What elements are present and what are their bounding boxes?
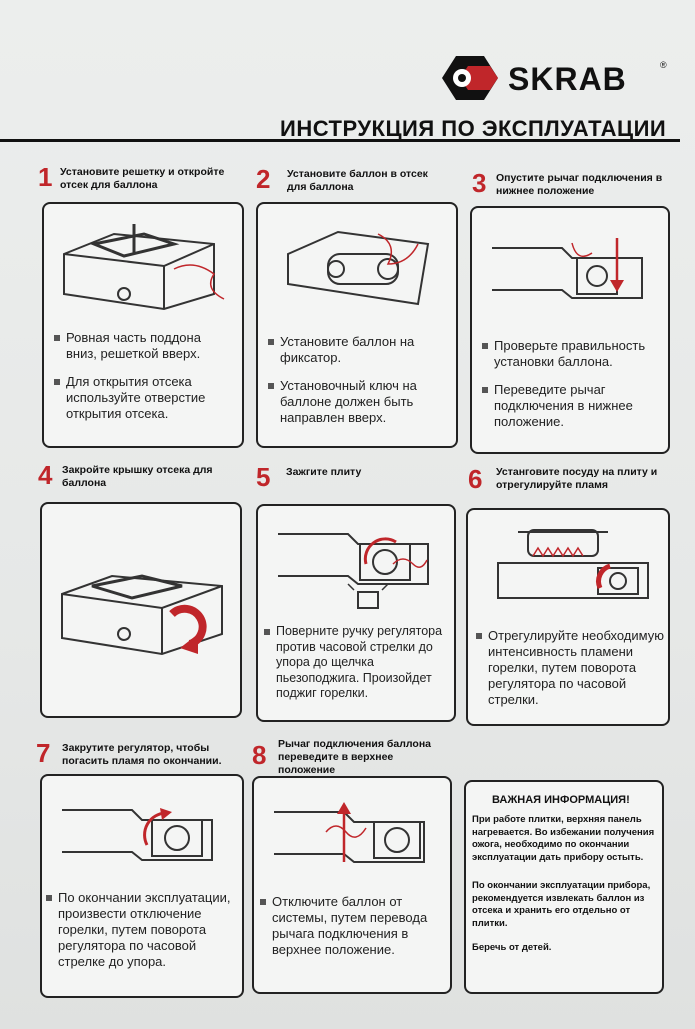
step-3-bullet-2: Переведите рычаг подключения в нижнее по… [482, 382, 664, 430]
step-3-bullets: Проверьте правильность установки баллона… [482, 338, 664, 442]
step-4-heading: Закройте крышку отсека для баллона [62, 464, 213, 489]
info-paragraph-2: По окончании эксплуатации прибора, реком… [472, 880, 651, 929]
step-5-card: Поверните ручку регулятора против часово… [256, 504, 456, 722]
svg-text:®: ® [660, 60, 667, 70]
step-8-bullets: Отключите баллон от системы, путем перев… [260, 894, 450, 970]
step-6-bullet-1: Отрегулируйте необходимую интенсивность … [476, 628, 666, 708]
step-3-heading: Опустите рычаг подключения в нижнее поло… [496, 172, 663, 197]
svg-text:SKRAB: SKRAB [508, 61, 627, 97]
step-5-number: 5 [256, 462, 271, 492]
turn-off-illustration [62, 808, 213, 861]
step-1-heading: Установите решетку и откройте отсек для … [60, 166, 225, 191]
close-lid-illustration [61, 574, 223, 656]
step-3-card: Проверьте правильность установки баллона… [470, 206, 670, 454]
info-paragraph-1: При работе плитки, верхняя панель нагрев… [472, 814, 655, 863]
step-4-number: 4 [38, 460, 53, 490]
skrab-logo: SKRAB ® [438, 52, 668, 104]
step-4-card [40, 502, 242, 718]
step-1-number: 1 [38, 162, 53, 192]
title-rule [0, 139, 680, 142]
step-5-bullet-1: Поверните ручку регулятора против часово… [264, 624, 454, 702]
step-6-number: 6 [468, 464, 483, 494]
info-title: ВАЖНАЯ ИНФОРМАЦИЯ! [492, 794, 630, 806]
step-3-bullet-1: Проверьте правильность установки баллона… [482, 338, 664, 370]
step-2-heading: Установите баллон в отсек для баллона [287, 168, 428, 193]
step-7-number: 7 [36, 738, 51, 768]
step-2-bullet-1: Установите баллон на фиксатор. [268, 334, 448, 366]
step-7-bullet-1: По окончании эксплуатации, произвести от… [46, 890, 242, 970]
lever-down-illustration [492, 238, 643, 299]
step-2-card: Установите баллон на фиксатор. Установоч… [256, 202, 458, 448]
step-7-heading: Закрутите регулятор, чтобы погасить плам… [62, 742, 222, 767]
step-8-bullet-1: Отключите баллон от системы, путем перев… [260, 894, 450, 958]
step-1-bullet-2: Для открытия отсека используйте отверсти… [54, 374, 234, 422]
step-6-card: Отрегулируйте необходимую интенсивность … [466, 508, 670, 726]
step-7-card: По окончании эксплуатации, произвести от… [40, 774, 244, 998]
page-title: ИНСТРУКЦИЯ ПО ЭКСПЛУАТАЦИИ [280, 116, 667, 141]
step-7-bullets: По окончании эксплуатации, произвести от… [46, 890, 242, 982]
stove-grate-illustration [63, 224, 225, 311]
step-5-bullets: Поверните ручку регулятора против часово… [264, 624, 454, 714]
canister-illustration [287, 230, 430, 306]
step-6-heading: Устанговите посуду на плиту и отрегулиру… [496, 466, 658, 491]
step-2-number: 2 [256, 164, 271, 194]
step-2-bullet-2: Установочный ключ на баллоне должен быть… [268, 378, 448, 426]
step-2-bullets: Установите баллон на фиксатор. Установоч… [268, 334, 448, 438]
step-1-bullet-1: Ровная часть поддона вниз, решеткой ввер… [54, 330, 234, 362]
step-3-number: 3 [472, 168, 487, 198]
step-6-bullets: Отрегулируйте необходимую интенсивность … [476, 628, 666, 720]
step-8-heading: Рычаг подключения баллона переведите в в… [278, 738, 431, 776]
step-1-bullets: Ровная часть поддона вниз, решеткой ввер… [54, 330, 234, 434]
step-5-heading: Зажгите плиту [286, 466, 362, 478]
lever-up-illustration [274, 802, 425, 863]
pot-flame-illustration [497, 529, 649, 599]
step-8-number: 8 [252, 740, 267, 770]
info-paragraph-3: Беречь от детей. [472, 942, 552, 953]
step-8-card: Отключите баллон от системы, путем перев… [252, 776, 452, 994]
ignite-illustration [278, 533, 429, 609]
step-1-card: Ровная часть поддона вниз, решеткой ввер… [42, 202, 244, 448]
important-info-card: ВАЖНАЯ ИНФОРМАЦИЯ! При работе плитки, ве… [464, 780, 664, 994]
